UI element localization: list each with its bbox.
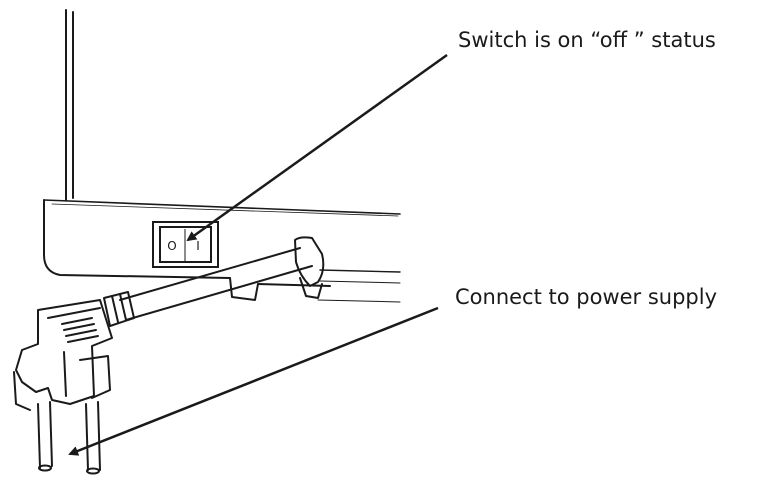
switch-symbol-on: I — [196, 239, 200, 253]
power-cable — [103, 236, 325, 327]
switch-callout-arrow — [186, 53, 448, 242]
switch-status-label: Switch is on “off ” status — [458, 28, 716, 52]
power-supply-label: Connect to power supply — [455, 285, 718, 309]
power-callout-arrow — [68, 306, 439, 456]
device-housing — [43, 9, 401, 303]
power-plug — [13, 299, 113, 475]
switch-symbol-off: O — [167, 239, 176, 253]
rocker-switch: O I — [152, 221, 219, 268]
